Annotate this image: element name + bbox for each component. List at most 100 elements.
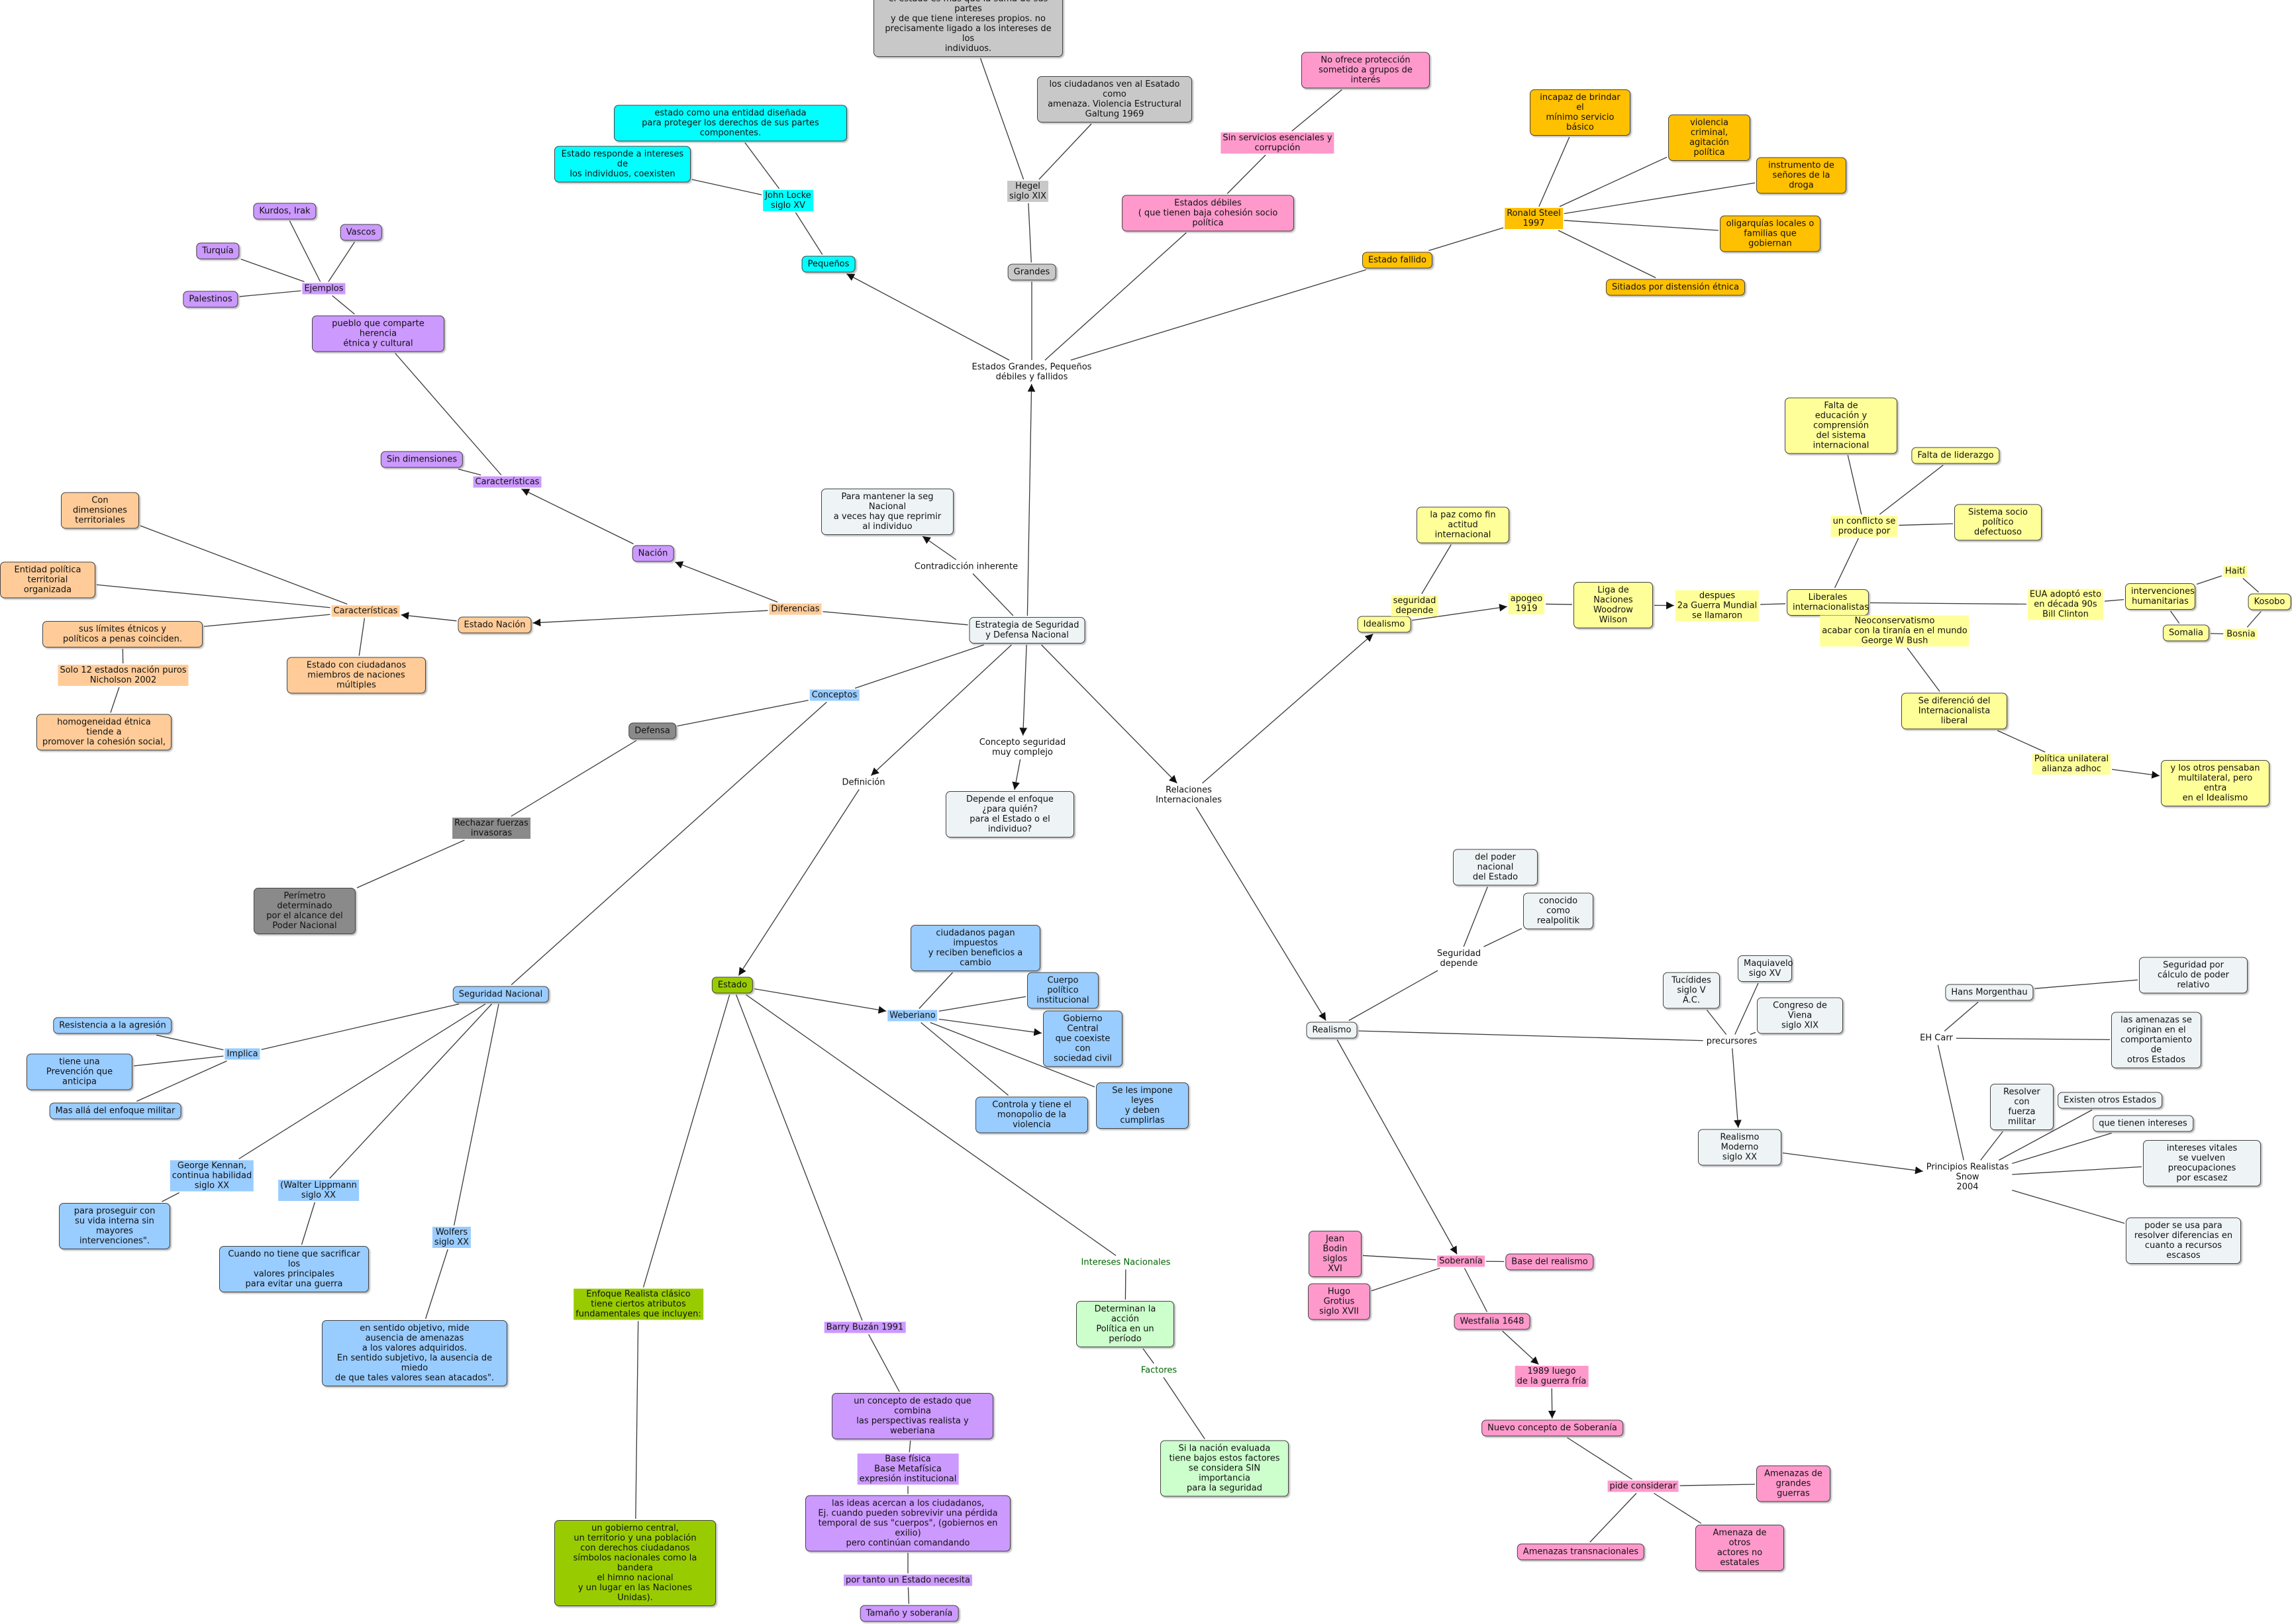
concept-egp[interactable]: Estados Grandes, Pequeños débiles y fall… bbox=[972, 362, 1092, 382]
concept-haiti[interactable]: Haití bbox=[2222, 565, 2248, 577]
concept-caract-n[interactable]: Características bbox=[473, 476, 542, 488]
concept-existen[interactable]: Existen otros Estados bbox=[2058, 1092, 2162, 1109]
concept-conceptos[interactable]: Conceptos bbox=[809, 689, 860, 701]
concept-defensa[interactable]: Defensa bbox=[628, 722, 676, 740]
concept-pequenos[interactable]: Pequeños bbox=[801, 256, 856, 273]
concept-galtung[interactable]: los ciudadanos ven al Esatado como amena… bbox=[1037, 76, 1192, 122]
concept-oligarquias[interactable]: oligarquías locales o familias que gobie… bbox=[1720, 215, 1820, 252]
concept-turquia[interactable]: Turquía bbox=[196, 242, 240, 260]
concept-concepto-seg[interactable]: Concepto seguridad muy complejo bbox=[979, 738, 1066, 757]
concept-homogeneidad[interactable]: homogeneidad étnica tiende a promover la… bbox=[36, 714, 172, 751]
concept-vascos[interactable]: Vascos bbox=[340, 224, 382, 241]
concept-base-real[interactable]: Base del realismo bbox=[1505, 1253, 1594, 1270]
concept-nacion[interactable]: Nación bbox=[632, 545, 674, 562]
concept-que-tienen[interactable]: que tienen intereses bbox=[2093, 1115, 2193, 1132]
concept-poder-nac[interactable]: del poder nacional del Estado bbox=[1453, 849, 1538, 886]
concept-liberales[interactable]: Liberales internacionalistas bbox=[1787, 589, 1869, 616]
concept-seg-depende-r[interactable]: Seguridad depende bbox=[1436, 949, 1481, 969]
concept-sin-dim[interactable]: Sin dimensiones bbox=[380, 451, 464, 468]
concept-carr[interactable]: EH Carr bbox=[1920, 1033, 1953, 1043]
concept-somalia[interactable]: Somalia bbox=[2162, 624, 2210, 642]
concept-con-ciudadanos[interactable]: Estado con ciudadanos miembros de nacion… bbox=[287, 657, 426, 694]
concept-despues[interactable]: despues 2a Guerra Mundial se llamaron bbox=[1675, 590, 1760, 622]
concept-weberiano[interactable]: Weberiano bbox=[887, 1010, 938, 1022]
concept-gobierno[interactable]: Gobierno Central que coexiste con socied… bbox=[1043, 1010, 1122, 1067]
concept-seg-por[interactable]: Seguridad por cálculo de poder relativo bbox=[2139, 957, 2248, 994]
concept-leyes[interactable]: Se les impone leyes y deben cumplirlas bbox=[1096, 1082, 1189, 1129]
concept-tucidides[interactable]: Tucídides siglo V A.C. bbox=[1663, 972, 1720, 1009]
concept-bodin[interactable]: Jean Bodin siglos XVI bbox=[1309, 1231, 1362, 1277]
concept-ejemplos[interactable]: Ejemplos bbox=[302, 283, 346, 295]
concept-root[interactable]: Estrategia de Seguridad y Defensa Nacion… bbox=[969, 617, 1085, 644]
concept-sistema[interactable]: Sistema socio político defectuoso bbox=[1954, 504, 2042, 541]
concept-mas-alla[interactable]: Mas allá del enfoque militar bbox=[49, 1102, 181, 1120]
concept-precursores[interactable]: precursores bbox=[1706, 1036, 1758, 1047]
concept-vitales[interactable]: intereses vitales se vuelven preocupacio… bbox=[2143, 1140, 2261, 1186]
concept-determinan[interactable]: Determinan la acción Política en un perí… bbox=[1076, 1301, 1174, 1347]
concept-intervenciones[interactable]: intervenciones humanitarias bbox=[2125, 583, 2195, 610]
concept-con-dim[interactable]: Con dimensiones territoriales bbox=[61, 492, 139, 529]
concept-violencia[interactable]: violencia criminal, agitación política bbox=[1668, 115, 1750, 161]
concept-lippmann[interactable]: (Walter Lippmann siglo XX bbox=[278, 1180, 359, 1201]
concept-caract-en[interactable]: Características bbox=[331, 605, 400, 617]
concept-steel[interactable]: Ronald Steel 1997 bbox=[1505, 208, 1563, 229]
concept-falta-edu[interactable]: Falta de educación y comprensión del sis… bbox=[1785, 397, 1897, 454]
concept-pensaban[interactable]: y los otros pensaban multilateral, pero … bbox=[2161, 760, 2269, 806]
concept-bosnia[interactable]: Bosnia bbox=[2224, 628, 2258, 640]
concept-neocon[interactable]: Neoconservatismo acabar con la tiranía e… bbox=[1820, 615, 1969, 647]
concept-pide[interactable]: pide considerar bbox=[1607, 1480, 1679, 1492]
concept-se-dif[interactable]: Se diferenció del Internacionalista libe… bbox=[1901, 693, 2007, 730]
concept-contradiccion[interactable]: Contradicción inherente bbox=[914, 561, 1019, 572]
concept-conflicto[interactable]: un conflicto se produce por bbox=[1830, 516, 1898, 537]
concept-enfoque-realista[interactable]: Enfoque Realista clásico tiene ciertos a… bbox=[573, 1288, 703, 1320]
concept-luego-1989[interactable]: 1989 luego de la guerra fría bbox=[1515, 1366, 1589, 1387]
concept-locke-int[interactable]: Estado responde a intereses de los indiv… bbox=[554, 146, 691, 183]
concept-lippmann-def[interactable]: Cuando no tiene que sacrificar los valor… bbox=[219, 1246, 369, 1292]
concept-tiene-una[interactable]: tiene una Prevención que anticipa bbox=[26, 1053, 132, 1090]
concept-estado-nacion[interactable]: Estado Nación bbox=[458, 616, 532, 634]
concept-grandes[interactable]: Grandes bbox=[1007, 263, 1056, 281]
concept-realpolitik[interactable]: conocido como realpolitik bbox=[1523, 892, 1593, 930]
concept-estado[interactable]: Estado bbox=[711, 977, 754, 994]
concept-monopolio[interactable]: Controla y tiene el monopolio de la viol… bbox=[975, 1096, 1088, 1133]
concept-palestinos[interactable]: Palestinos bbox=[183, 291, 238, 308]
concept-rrii[interactable]: Relaciones Internacionales bbox=[1156, 785, 1222, 805]
concept-transnacionales[interactable]: Amenazas transnacionales bbox=[1517, 1543, 1645, 1560]
concept-concepto-estado[interactable]: un concepto de estado que combina las pe… bbox=[832, 1393, 993, 1439]
concept-hegel[interactable]: Hegel siglo XIX bbox=[1007, 181, 1048, 202]
concept-definicion[interactable]: Definición bbox=[842, 777, 885, 788]
concept-rechazar[interactable]: Rechazar fuerzas invasoras bbox=[452, 818, 530, 839]
concept-perimetro[interactable]: Perímetro determinado por el alcance del… bbox=[254, 888, 356, 934]
concept-instrumento[interactable]: instrumento de señores de la droga bbox=[1756, 157, 1846, 194]
concept-factores[interactable]: Factores bbox=[1140, 1365, 1177, 1376]
concept-base[interactable]: Base física Base Metafísica expresión in… bbox=[857, 1453, 959, 1485]
concept-politica[interactable]: Política unilateral alianza adhoc bbox=[2032, 753, 2111, 775]
concept-resolver[interactable]: Resolver con fuerza militar bbox=[1990, 1084, 2054, 1130]
concept-intereses-nac[interactable]: Intereses Nacionales bbox=[1081, 1257, 1171, 1268]
concept-limites[interactable]: sus límites étnicos y políticos a penas … bbox=[42, 621, 203, 647]
concept-sitiados[interactable]: Sitiados por distensión étnica bbox=[1605, 279, 1746, 296]
concept-depende[interactable]: Depende el enfoque ¿para quién? para el … bbox=[946, 791, 1074, 837]
concept-paz[interactable]: la paz como fin actitud internacional bbox=[1417, 506, 1509, 544]
concept-liga[interactable]: Liga de Naciones Woodrow Wilson bbox=[1573, 582, 1653, 628]
concept-por-tanto[interactable]: por tanto un Estado necesita bbox=[844, 1574, 972, 1586]
concept-kennan-def[interactable]: para proseguir con su vida interna sin m… bbox=[59, 1203, 170, 1249]
concept-seg-nac[interactable]: Seguridad Nacional bbox=[452, 986, 549, 1003]
concept-no-estatales[interactable]: Amenaza de otros actores no estatales bbox=[1695, 1525, 1784, 1571]
concept-cuerpo[interactable]: Cuerpo político institucional bbox=[1027, 972, 1099, 1009]
concept-fallido[interactable]: Estado fallido bbox=[1362, 252, 1432, 269]
concept-apogeo[interactable]: apogeo 1919 bbox=[1508, 593, 1545, 614]
concept-wolfers[interactable]: Wolfers siglo XX bbox=[432, 1227, 472, 1248]
concept-locke-def[interactable]: estado como una entidad diseñada para pr… bbox=[614, 105, 847, 142]
concept-kennan[interactable]: George Kennan, continua habilidad siglo … bbox=[170, 1160, 254, 1192]
concept-entidad[interactable]: Entidad política territorial organizada bbox=[0, 561, 95, 598]
concept-idealismo[interactable]: Idealismo bbox=[1357, 616, 1411, 633]
concept-pueblo[interactable]: pueblo que comparte herencia étnica y cu… bbox=[312, 315, 444, 352]
concept-wolfers-def[interactable]: en sentido objetivo, mide ausencia de am… bbox=[322, 1320, 507, 1386]
concept-viena[interactable]: Congreso de Viena siglo XIX bbox=[1757, 997, 1843, 1034]
concept-implica[interactable]: Implica bbox=[224, 1048, 260, 1060]
concept-resistencia[interactable]: Resistencia a la agresión bbox=[53, 1017, 172, 1034]
concept-ideas[interactable]: las ideas acercan a los ciudadanos, Ej. … bbox=[805, 1495, 1011, 1552]
concept-debiles[interactable]: Estados débiles ( que tienen baja cohesi… bbox=[1122, 195, 1294, 232]
concept-locke[interactable]: John Locke siglo XV bbox=[763, 190, 813, 211]
